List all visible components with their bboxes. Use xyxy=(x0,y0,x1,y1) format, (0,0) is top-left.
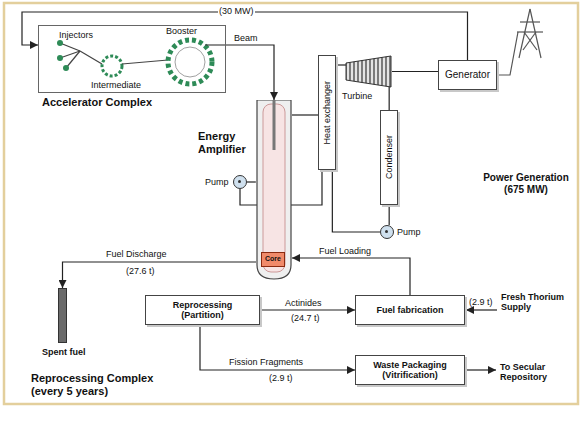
vessel-wall xyxy=(257,100,291,279)
heat-exchanger-box-shape: Heat exchanger xyxy=(318,55,336,170)
process-box-text: Reprocessing (Partition) xyxy=(155,300,250,321)
pump-symbol-text: Pump xyxy=(205,177,232,187)
core-box-shape: Core xyxy=(261,252,285,267)
accelerator-illustration xyxy=(57,40,226,84)
process-box-text: Fuel fabrication xyxy=(376,305,443,315)
process-box-shape: Fuel fabrication xyxy=(355,295,465,325)
process-box-shape: Reprocessing (Partition) xyxy=(145,295,260,325)
pipe-line xyxy=(247,181,256,182)
accelerator-frame-text: Accelerator Complex xyxy=(42,96,202,109)
annotation-label: Reprocessing Complex (every 5 years) xyxy=(30,372,172,397)
power-tower xyxy=(497,9,543,75)
injector-line xyxy=(60,43,80,51)
pipe-line xyxy=(389,205,390,225)
pump-hub xyxy=(385,230,388,233)
turbine-blades xyxy=(346,56,391,87)
annotation-label: (2.9 t) xyxy=(468,297,500,307)
turbine-outline xyxy=(345,55,392,88)
annotation-label: (2.9 t) xyxy=(268,373,310,383)
flow-arrow xyxy=(226,45,274,100)
booster-inner-ring xyxy=(175,47,205,77)
edge-label: Fission Fragments xyxy=(228,357,304,367)
process-box-shape: Waste Packaging (Vitrification) xyxy=(355,355,465,385)
flow-arrow xyxy=(260,309,355,310)
pipe-line xyxy=(336,64,346,65)
spent-fuel-rod-shape xyxy=(58,288,67,343)
annotation-label: To Secular Repository xyxy=(499,362,576,383)
repository-arrow xyxy=(466,369,496,370)
pipe-line xyxy=(392,71,438,72)
injector-symbol xyxy=(57,55,63,61)
turbine-symbol-text: Turbine xyxy=(342,91,380,101)
generator-box-shape: Generator xyxy=(438,60,497,90)
pump-hub xyxy=(238,180,241,183)
generator-box-text: Generator xyxy=(445,69,490,81)
edge-label: Beam xyxy=(233,33,259,43)
annotation-label: (27.6 t) xyxy=(125,266,172,276)
flow-arrow xyxy=(200,325,355,370)
transfer-line xyxy=(122,60,168,64)
booster-ring xyxy=(168,40,212,84)
turbine-symbol-shape xyxy=(345,55,392,88)
beam-extraction xyxy=(205,44,226,45)
condenser-box-shape: Condenser xyxy=(380,110,398,205)
energy-amplifier-vessel-text: Energy Amplifier xyxy=(198,130,254,155)
pipe-line xyxy=(389,86,390,110)
supply-arrow xyxy=(466,309,497,310)
annotation-label: (24.7 t) xyxy=(290,313,337,323)
annotation-label: Fresh Thorium Supply xyxy=(500,292,576,313)
injector-symbol xyxy=(57,40,63,46)
process-box-text: Waste Packaging (Vitrification) xyxy=(363,360,458,381)
pump-symbol-shape xyxy=(380,225,394,239)
pipe-line xyxy=(332,170,380,232)
annotation-label: Injectors xyxy=(58,30,120,40)
edge-label: (30 MW) xyxy=(218,6,255,16)
injector-line xyxy=(66,51,80,68)
pump-symbol-shape xyxy=(233,175,247,189)
transfer-line xyxy=(80,51,102,64)
edge-label: Fuel Loading xyxy=(318,246,372,256)
page-frame xyxy=(4,3,578,404)
spent-fuel-rod-text: Spent fuel xyxy=(42,347,102,357)
flow-arrow xyxy=(63,262,257,288)
flow-arrow xyxy=(22,12,468,60)
pump-symbol-text: Pump xyxy=(397,227,427,237)
flow-arrow xyxy=(292,258,410,295)
pipe-line xyxy=(292,114,318,115)
core-box-text: Core xyxy=(265,255,281,263)
beam-pipe xyxy=(273,100,276,150)
injector-symbol xyxy=(63,65,69,71)
annotation-label: Intermediate xyxy=(90,80,162,90)
intermediate-ring xyxy=(102,56,122,76)
annotation-label: Power Generation (675 MW) xyxy=(476,172,576,195)
edge-label: Actinides xyxy=(284,298,323,308)
annotation-label: Booster xyxy=(165,26,212,36)
heat-exchanger-box-text: Heat exchanger xyxy=(322,81,332,145)
edge-label: Fuel Discharge xyxy=(105,249,168,259)
condenser-box-text: Condenser xyxy=(384,135,394,179)
